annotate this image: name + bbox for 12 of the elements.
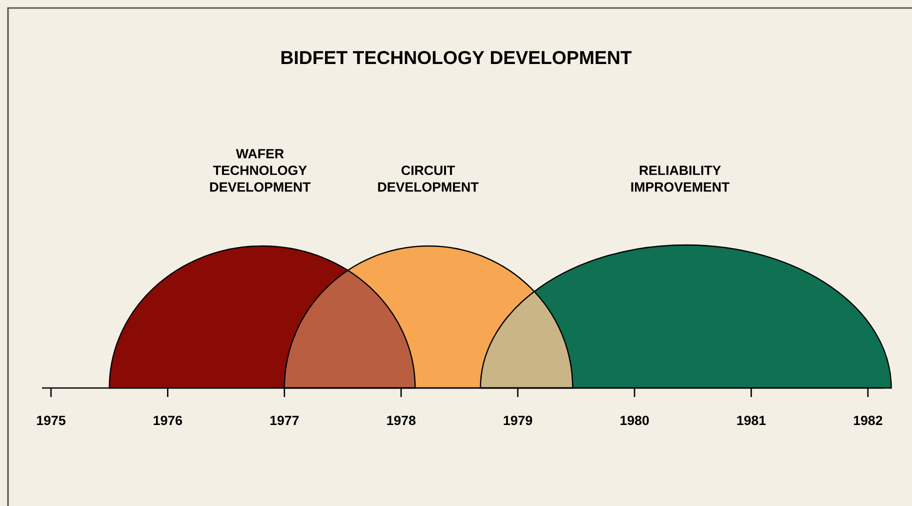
stage-label: CIRCUIT DEVELOPMENT [378, 166, 479, 192]
year-label: 1975 [37, 416, 66, 426]
year-label: 1979 [504, 416, 532, 426]
year-label: 1980 [620, 416, 649, 426]
year-label: 1977 [270, 416, 299, 426]
title: BIDFET TECHNOLOGY DEVELOPMENT [281, 50, 632, 64]
year-label: 1976 [154, 416, 182, 426]
year-label: 1978 [387, 416, 416, 426]
year-label: 1982 [854, 416, 882, 426]
year-label: 1981 [737, 416, 766, 426]
stage-label: RELIABILITY IMPROVEMENT [631, 166, 730, 192]
stage-label: WAFER TECHNOLOGY DEVELOPMENT [210, 149, 311, 192]
